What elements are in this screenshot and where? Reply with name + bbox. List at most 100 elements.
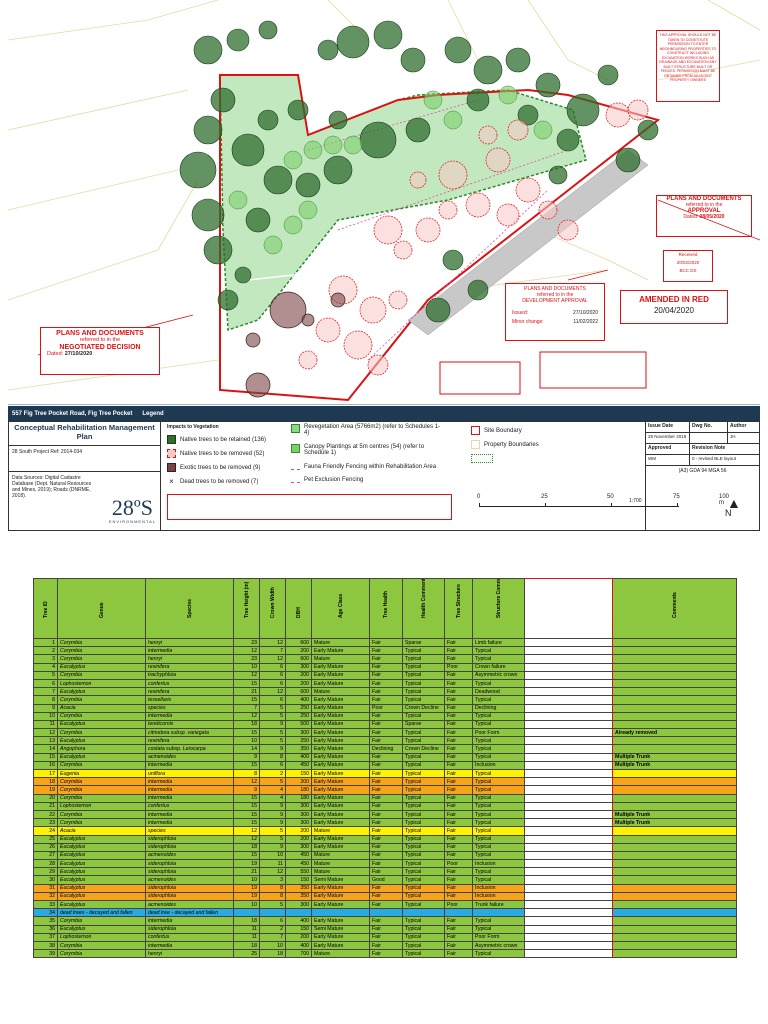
table-cell: Typical (402, 785, 445, 795)
table-cell: Crown failure (472, 662, 525, 672)
table-cell: 550 (285, 867, 312, 877)
table-cell: Early Mature (311, 678, 370, 689)
table-cell: 200 (285, 834, 312, 844)
legend-dead-label: Dead trees to be removed (7) (180, 478, 259, 485)
table-cell: Fair (444, 834, 473, 844)
table-cell: 8 (259, 883, 286, 893)
legend-heading: Legend (142, 410, 164, 417)
table-cell: Typical (472, 654, 525, 664)
table-cell: Fair (369, 867, 403, 877)
table-cell (524, 695, 613, 705)
table-cell: Fair (444, 785, 473, 795)
table-cell: 3 (33, 654, 58, 664)
table-cell: Multiple Trunk (612, 818, 737, 828)
exotic-trees (245, 291, 346, 398)
table-cell: 12 (233, 826, 260, 836)
table-cell (612, 899, 737, 910)
table-cell: Typical (402, 728, 445, 738)
table-cell: Fair (369, 818, 403, 828)
table-cell: Early Mature (311, 834, 370, 844)
table-cell: 8 (259, 752, 286, 762)
column-header-label: Tree Health (383, 591, 389, 618)
table-cell: acmenoides (145, 850, 234, 861)
legend-removed-label: Native trees to be removed (52) (180, 450, 265, 457)
amended-stamp: AMENDED IN RED 20/04/2020 (620, 290, 728, 324)
table-cell: Poor (444, 899, 473, 910)
table-cell: Fair (369, 768, 403, 779)
table-cell (612, 736, 737, 746)
table-cell: Typical (402, 924, 445, 934)
column-header-label: Species (186, 599, 193, 618)
legend-dead: × Dead trees to be removed (7) (167, 477, 258, 486)
table-cell: 20 (33, 793, 58, 803)
dwg-no-header: Dwg No. (690, 422, 728, 433)
scale-tick-2: 50 (607, 494, 614, 500)
table-cell: 6 (259, 760, 286, 771)
table-cell: 150 (285, 924, 312, 934)
received-date: 20/02/2020 (676, 260, 700, 265)
table-cell (369, 908, 403, 918)
table-cell: Mature (311, 687, 370, 697)
table-cell: uniflora (145, 768, 234, 779)
table-cell: 25 (33, 834, 58, 844)
table-cell: siderophloia (145, 834, 234, 844)
table-cell: Typical (402, 842, 445, 852)
table-cell (612, 850, 737, 861)
table-cell: 450 (285, 859, 312, 869)
logo-main: 28ºS (111, 495, 153, 520)
table-cell: Fair (369, 646, 403, 656)
table-cell: 9 (259, 818, 286, 828)
table-cell: 6 (259, 670, 286, 680)
table-cell: tereticornis (145, 719, 234, 730)
table-cell: 34 (33, 908, 58, 918)
table-cell: Typical (402, 711, 445, 721)
table-cell: 12 (233, 777, 260, 787)
negotiated-stamp: PLANS AND DOCUMENTS referred to in the N… (40, 327, 160, 375)
table-cell: Fair (369, 785, 403, 795)
table-cell: Poor Form (472, 728, 525, 738)
table-cell: 38 (33, 940, 58, 951)
table-cell: intermedia (145, 818, 234, 828)
table-cell: 250 (285, 703, 312, 713)
table-cell: Early Mature (311, 662, 370, 672)
table-cell: 700 (285, 949, 312, 959)
table-cell: resinifera (145, 687, 234, 697)
column-header: Tree Health (369, 578, 403, 639)
table-cell: Semi Mature (311, 875, 370, 885)
table-cell (524, 834, 613, 844)
table-cell: Typical (402, 867, 445, 877)
table-cell: Fair (369, 826, 403, 836)
table-cell: 25 (233, 949, 260, 959)
table-cell: 15 (233, 809, 260, 820)
table-cell: 9 (259, 801, 286, 811)
table-cell: 33 (33, 899, 58, 910)
table-cell: 24 (33, 826, 58, 836)
table-cell: Lophostemon (57, 801, 146, 811)
plans-approval-stamp: PLANS AND DOCUMENTS referred to in the A… (656, 195, 752, 237)
table-cell: 7 (233, 703, 260, 713)
table-cell: Angophora (57, 744, 146, 754)
table-cell: resinifera (145, 736, 234, 746)
table-cell: 4 (259, 785, 286, 795)
plans-approval-dated: 08/05/2020 (699, 214, 725, 220)
legend-site-label: Site Boundary (484, 427, 522, 434)
table-cell: 27 (33, 850, 58, 861)
table-cell: dead tree - decayed and fallen (145, 908, 234, 918)
table-cell: 150 (285, 768, 312, 779)
dwg-no (690, 433, 728, 444)
author: JH (728, 433, 760, 444)
table-cell: Fair (369, 916, 403, 926)
table-cell: siderophloia (145, 924, 234, 934)
table-cell: Corymbia (57, 760, 146, 771)
table-cell: siderophloia (145, 867, 234, 877)
table-cell: Early Mature (311, 646, 370, 656)
table-cell: 300 (285, 818, 312, 828)
table-cell: Typical (402, 940, 445, 951)
table-cell: Fair (369, 924, 403, 934)
